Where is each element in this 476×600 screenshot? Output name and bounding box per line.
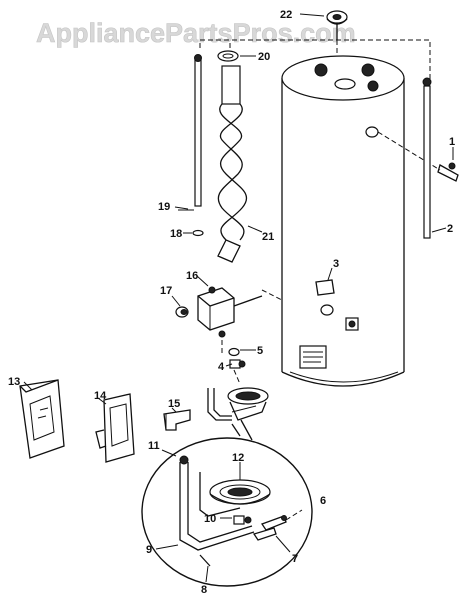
part-15-bracket[interactable] <box>163 409 191 431</box>
part-14-inner-door[interactable] <box>95 393 135 463</box>
part-16-gas-control-valve[interactable] <box>197 286 283 331</box>
label-17: 17 <box>160 285 172 297</box>
label-22: 22 <box>280 9 292 21</box>
part-4-fitting[interactable] <box>229 359 246 369</box>
label-16: 16 <box>186 270 198 282</box>
label-12: 12 <box>232 452 244 464</box>
label-13: 13 <box>8 376 20 388</box>
label-7: 7 <box>292 553 298 565</box>
label-2: 2 <box>447 223 453 235</box>
part-21-flue-baffle[interactable] <box>217 65 248 263</box>
burner-assembly[interactable] <box>207 387 269 421</box>
part-2-anode-rod[interactable] <box>422 77 432 239</box>
label-5: 5 <box>257 345 263 357</box>
label-3: 3 <box>333 258 339 270</box>
label-10: 10 <box>204 513 216 525</box>
label-15: 15 <box>168 398 180 410</box>
part-7-fitting[interactable] <box>252 527 277 541</box>
label-20: 20 <box>258 51 270 63</box>
label-21: 21 <box>262 231 274 243</box>
label-4: 4 <box>218 361 225 373</box>
water-heater-tank <box>281 55 405 387</box>
part-17-fitting[interactable] <box>175 306 189 318</box>
part-13-outer-door[interactable] <box>19 379 65 459</box>
label-6: 6 <box>320 495 326 507</box>
burner-detail-circle <box>141 437 313 587</box>
label-1: 1 <box>449 136 455 148</box>
part-19-dip-tube[interactable] <box>194 54 202 207</box>
part-18-washer[interactable] <box>192 229 204 237</box>
part-3-label[interactable] <box>315 279 335 296</box>
label-11: 11 <box>148 440 160 452</box>
part-20-nipple[interactable] <box>217 50 239 62</box>
part-1-drain-valve[interactable] <box>377 131 459 182</box>
label-8: 8 <box>201 584 207 596</box>
part-11-pilot-tube[interactable] <box>179 455 255 551</box>
label-18: 18 <box>170 228 182 240</box>
part-22-flue-cap[interactable] <box>326 10 348 40</box>
watermark: AppliancePartsPros.com <box>36 18 356 48</box>
part-12-burner[interactable] <box>209 479 271 505</box>
part-6-fitting[interactable] <box>261 515 287 531</box>
label-9: 9 <box>146 544 152 556</box>
label-19: 19 <box>158 201 170 213</box>
label-14: 14 <box>94 390 107 402</box>
part-10-pilot-fitting[interactable] <box>233 515 252 525</box>
part-5-fitting[interactable] <box>218 330 240 357</box>
